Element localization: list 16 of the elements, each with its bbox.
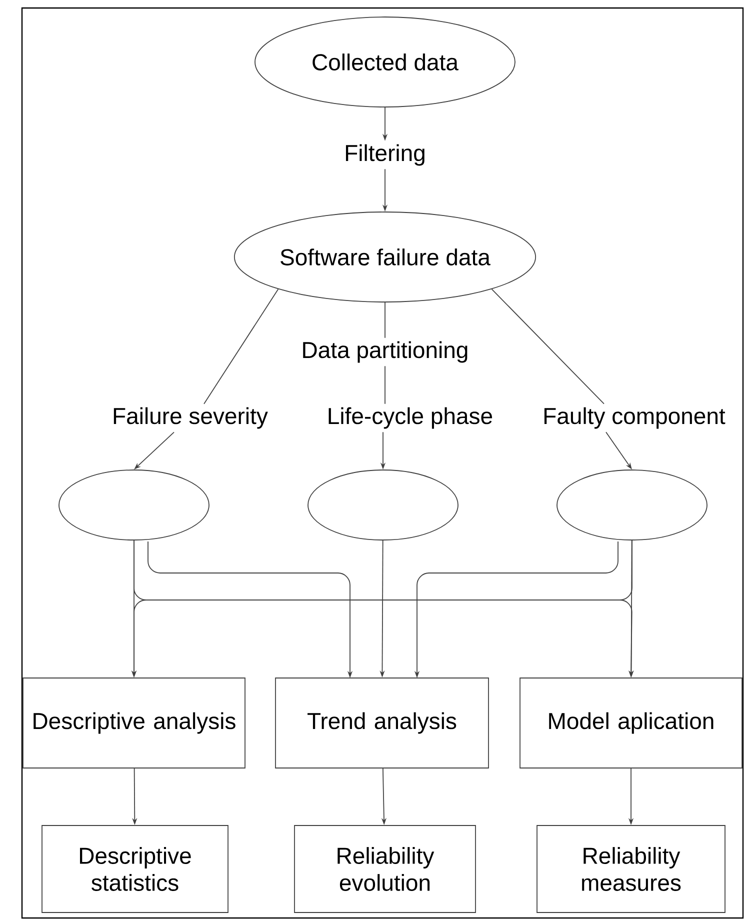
ellipse-node: Collected data bbox=[254, 16, 516, 108]
step-label: Failure severity bbox=[114, 407, 268, 429]
step-label: Data partitioning bbox=[303, 341, 468, 363]
ellipse-node bbox=[556, 470, 708, 540]
ellipse-node bbox=[58, 470, 210, 540]
step-label: Life-cycle phase bbox=[328, 407, 492, 429]
process-box: Model aplication bbox=[520, 678, 742, 768]
ellipse-node: Software failure data bbox=[234, 212, 536, 302]
process-box: Reliability measures bbox=[536, 825, 726, 913]
ellipse-node bbox=[308, 470, 458, 540]
process-box: Reliability evolution bbox=[294, 825, 476, 913]
step-label: Faulty component bbox=[544, 407, 726, 429]
process-box: Trend analysis bbox=[275, 678, 489, 768]
step-label: Filtering bbox=[346, 144, 424, 166]
process-box: Descriptive statistics bbox=[42, 825, 228, 913]
process-box: Descriptive analysis bbox=[22, 678, 246, 768]
